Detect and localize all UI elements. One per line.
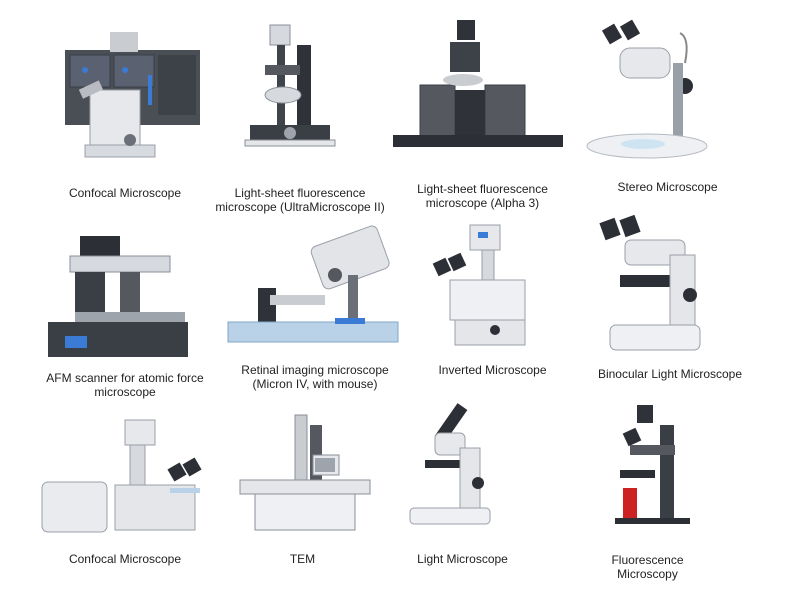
confocal-microscope-icon	[65, 32, 200, 158]
light-microscope-icon	[409, 403, 491, 525]
tem-icon	[239, 414, 371, 531]
item-caption: Retinal imaging microscope (Micron IV, w…	[241, 363, 389, 391]
item-caption: Light-sheet fluorescence microscope (Alp…	[417, 182, 548, 210]
item-caption: AFM scanner for atomic force microscope	[46, 371, 204, 399]
item-caption: Fluorescence Microscopy	[611, 553, 684, 581]
grid-cell-light-sheet-ultramicroscope: Light-sheet fluorescence microscope (Ult…	[205, 20, 395, 215]
grid-cell-confocal-1: Confocal Microscope	[30, 20, 220, 210]
confocal-microscope-icon	[41, 419, 202, 533]
grid-cell-light-microscope: Light Microscope	[390, 398, 535, 568]
item-caption: TEM	[289, 552, 316, 566]
grid-cell-inverted: Inverted Microscope	[410, 220, 575, 400]
fluorescence-microscope-icon	[615, 405, 690, 524]
item-caption: Stereo Microscope	[617, 180, 718, 194]
item-caption: Binocular Light Microscope	[597, 367, 743, 381]
light-sheet-alpha3-icon	[393, 20, 563, 147]
grid-cell-retinal: Retinal imaging microscope (Micron IV, w…	[220, 220, 410, 400]
stereo-microscope-icon	[586, 19, 708, 159]
retinal-imaging-microscope-icon	[227, 225, 399, 343]
item-caption: Confocal Microscope	[68, 552, 182, 566]
grid-cell-afm: AFM scanner for atomic force microscope	[30, 228, 220, 408]
grid-cell-stereo: Stereo Microscope	[585, 18, 750, 208]
light-sheet-microscope-icon	[244, 24, 336, 147]
item-caption: Inverted Microscope	[438, 363, 547, 377]
item-caption: Light-sheet fluorescence microscope (Ult…	[215, 186, 385, 214]
grid-cell-confocal-2: Confocal Microscope	[30, 410, 220, 570]
afm-scanner-icon	[48, 236, 188, 357]
grid-cell-tem: TEM	[215, 410, 390, 570]
inverted-microscope-icon	[432, 224, 526, 346]
item-caption: Confocal Microscope	[68, 186, 182, 200]
grid-cell-fluorescence: Fluorescence Microscopy	[575, 400, 720, 585]
item-caption: Light Microscope	[417, 552, 508, 566]
binocular-light-microscope-icon	[599, 215, 701, 351]
grid-cell-binocular: Binocular Light Microscope	[580, 215, 760, 395]
grid-cell-light-sheet-alpha3: Light-sheet fluorescence microscope (Alp…	[385, 20, 580, 215]
